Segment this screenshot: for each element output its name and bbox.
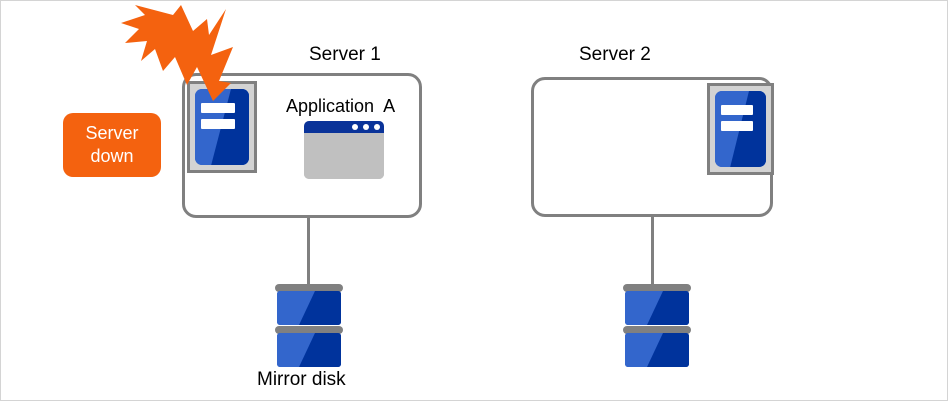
server2-title: Server 2: [579, 44, 651, 65]
disk-cap: [275, 284, 343, 292]
server2-disk-connector: [651, 216, 654, 286]
mirror-disk-label: Mirror disk: [257, 369, 346, 390]
window-dot-icon: [374, 124, 380, 130]
disk-cap: [275, 326, 343, 334]
server-tower-icon: [187, 81, 257, 173]
disk-plate: [625, 333, 689, 367]
disk-plate: [277, 333, 341, 367]
badge-line-2: down: [90, 146, 134, 166]
server-tower-icon: [707, 83, 774, 175]
window-titlebar: [304, 121, 384, 133]
disk-shading: [277, 291, 341, 325]
tower-slot-1: [201, 103, 235, 114]
disk-cap: [623, 326, 691, 334]
disk-stack-icon: [275, 284, 343, 368]
tower-slot-2: [721, 121, 753, 132]
server1-disk-connector: [307, 217, 310, 287]
lightning-burst-icon: [121, 5, 233, 101]
disk-shading: [277, 333, 341, 367]
window-dot-icon: [363, 124, 369, 130]
tower-slot-2: [201, 119, 235, 130]
application-window-icon: [304, 121, 384, 179]
tower-body: [195, 89, 249, 165]
server-down-badge: Server down: [63, 113, 161, 177]
disk-cap: [623, 284, 691, 292]
window-dot-icon: [352, 124, 358, 130]
tower-slot-1: [721, 105, 753, 116]
disk-shading: [625, 333, 689, 367]
window-canvas: [304, 133, 384, 179]
disk-plate: [277, 291, 341, 325]
tower-body: [715, 91, 766, 167]
disk-shading: [625, 291, 689, 325]
badge-line-1: Server: [85, 123, 139, 143]
application-label: Application A: [286, 96, 396, 116]
server1-title: Server 1: [309, 44, 381, 65]
disk-stack-icon: [623, 284, 691, 368]
disk-plate: [625, 291, 689, 325]
